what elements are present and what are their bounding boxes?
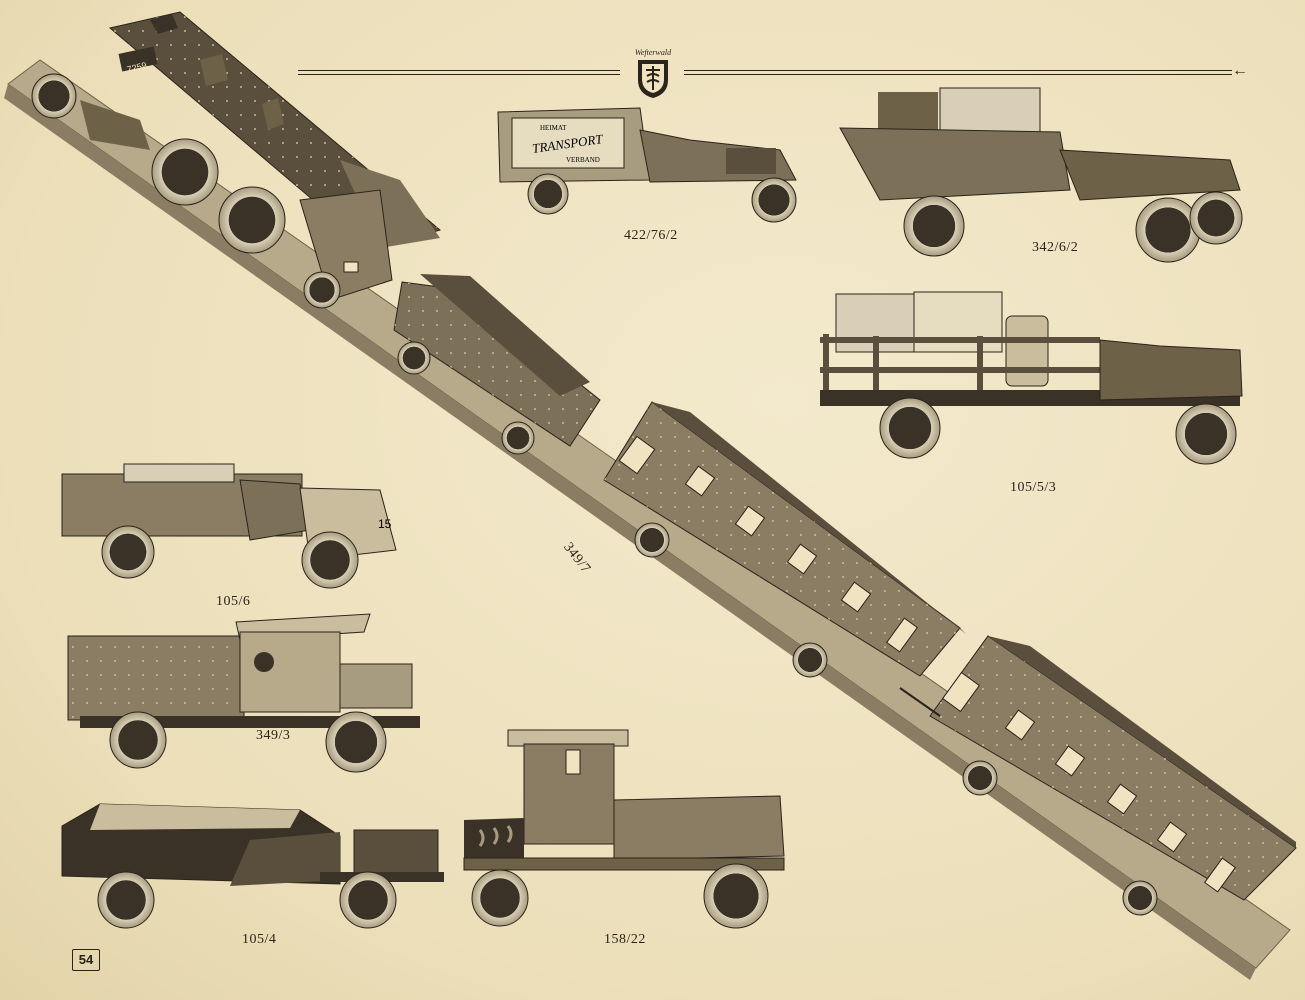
header-arrow: ← [1232,62,1248,79]
publisher-emblem: Wefterwald [632,48,674,100]
locomotive-number: 7259 [126,60,148,75]
page-number: 54 [72,949,100,971]
caption-105-5-3: 105/5/3 [1010,480,1057,495]
emblem-text: Wefterwald [634,48,672,57]
caption-422-76-2: 422/76/2 [624,228,678,243]
header-rule-left [298,70,620,75]
truck-105-6: 15 [61,463,397,589]
header-rule-right [684,70,1232,75]
caption-105-6: 105/6 [216,594,251,609]
train-set-349-7: 7259 [4,11,1297,980]
truck-105-5-3 [820,291,1243,465]
locomotive: 7259 [31,11,442,309]
caption-342-6-2: 342/6/2 [1032,240,1079,255]
truck-342-6-2 [839,87,1243,263]
truck-158-22 [463,729,785,929]
passenger-coach-1 [603,401,966,678]
passenger-coach-2 [929,635,1297,916]
caption-349-3: 349/3 [256,728,291,743]
emblem-shield-icon [638,60,668,98]
caption-158-22: 158/22 [604,932,646,947]
sign-line-3: VERBAND [566,156,600,164]
coal-tender [393,274,601,455]
truck-105-4 [61,803,444,929]
truck-number: 15 [378,517,392,531]
truck-349-3 [67,613,420,773]
sign-line-1: HEIMAT [540,124,567,132]
truck-422-76-2: HEIMAT TRANSPORT VERBAND [497,107,797,223]
caption-105-4: 105/4 [242,932,277,947]
